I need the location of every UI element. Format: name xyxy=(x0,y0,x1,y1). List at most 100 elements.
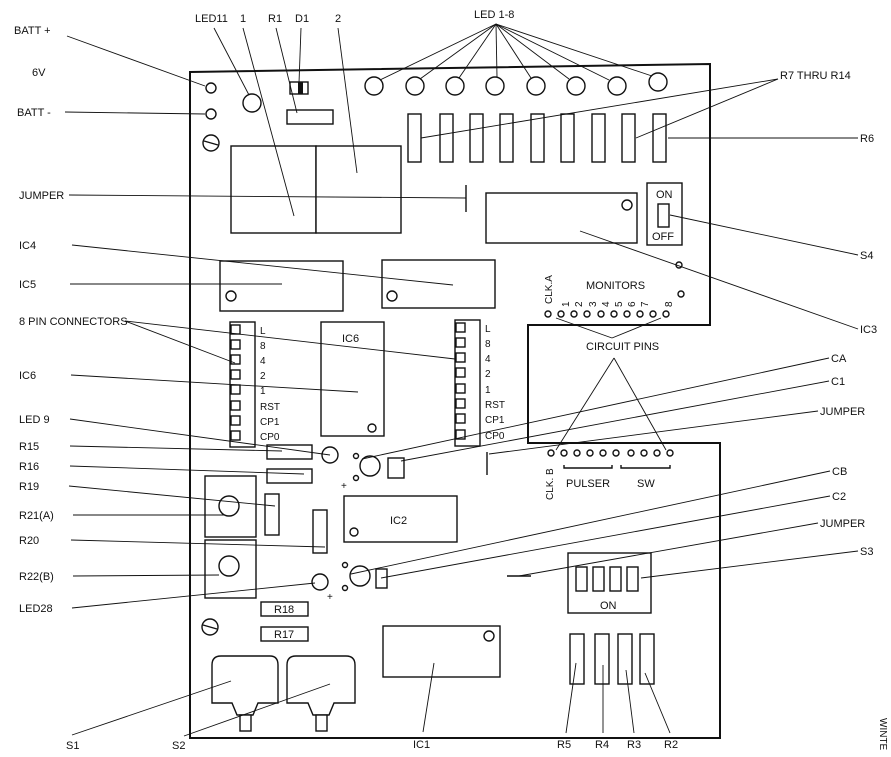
s2-label: S2 xyxy=(172,740,185,752)
batt-minus-terminal xyxy=(205,108,217,120)
r1-label: R1 xyxy=(268,13,282,25)
conn-right-pin-3: 2 xyxy=(485,369,491,380)
r22b-potentiometer xyxy=(204,539,257,599)
r21a-label: R21(A) xyxy=(19,510,54,522)
resistor-row-r6-r14 xyxy=(407,113,667,163)
s4-on-label: ON xyxy=(656,189,673,201)
conn-right-pin-6: CP1 xyxy=(485,415,505,426)
c2-label: C2 xyxy=(832,491,846,503)
monitor-number-4: 4 xyxy=(601,301,612,307)
r6-label: R6 xyxy=(860,133,874,145)
s1-label: S1 xyxy=(66,740,79,752)
connector-right: L 8 4 2 1 RST CP1 CP0 xyxy=(454,319,505,447)
d1-label: D1 xyxy=(295,13,309,25)
monitor-number-7: 7 xyxy=(640,301,651,307)
board-hole-right-2 xyxy=(677,290,685,298)
ic5-label: IC5 xyxy=(19,279,36,291)
r15-label: R15 xyxy=(19,441,39,453)
conn-left-pin-6: CP1 xyxy=(260,417,280,428)
conn-left-pin-1: 8 xyxy=(260,341,266,352)
conn-right-pin-1: 8 xyxy=(485,339,491,350)
r20-component xyxy=(312,509,328,554)
conn-left-pin-2: 4 xyxy=(260,356,266,367)
r17-inline-label: R17 xyxy=(274,629,294,641)
conn-right-pin-2: 4 xyxy=(485,354,491,365)
ic2-chip-label: IC2 xyxy=(390,515,407,527)
conn-right-pin-5: RST xyxy=(485,400,505,411)
circuit-pins-leaders xyxy=(555,317,667,451)
eight-pin-connectors-label: 8 PIN CONNECTORS xyxy=(19,316,128,328)
ic4-label: IC4 xyxy=(19,240,36,252)
led28-component xyxy=(311,573,329,591)
r2-label: R2 xyxy=(664,739,678,751)
pulser-label: PULSER xyxy=(566,478,610,490)
conn-right-pin-7: CP0 xyxy=(485,431,505,442)
s4-switch: ON OFF xyxy=(646,182,683,246)
led28-label: LED28 xyxy=(19,603,53,615)
s3-dip-switch: ON xyxy=(567,552,652,614)
monitors-label: MONITORS xyxy=(586,280,645,292)
batt-plus-terminal xyxy=(205,82,217,94)
monitor-number-8: 8 xyxy=(664,301,675,307)
monitor-number-5: 5 xyxy=(614,301,625,307)
led-1-8-label: LED 1-8 xyxy=(474,9,514,21)
board-outline xyxy=(189,62,721,739)
sw-label: SW xyxy=(637,478,655,490)
monitor-number-1: 1 xyxy=(561,301,572,307)
s2-switch xyxy=(286,655,356,732)
led11-component xyxy=(242,93,262,113)
cb-label: CB xyxy=(832,466,847,478)
r19-label: R19 xyxy=(19,481,39,493)
r15-component xyxy=(266,444,313,460)
s3-label: S3 xyxy=(860,546,873,558)
pulser-sw-pins xyxy=(547,449,674,457)
conn-left-pin-7: CP0 xyxy=(260,432,280,443)
c1-capacitor xyxy=(387,457,405,479)
led-row xyxy=(364,72,668,96)
volts-label: 6V xyxy=(32,67,46,79)
resistor-row-r2-r5 xyxy=(569,633,655,685)
led11-label: LED11 xyxy=(195,13,228,25)
r3-label: R3 xyxy=(627,739,641,751)
jumper-label-bottom: JUMPER xyxy=(820,518,865,530)
s4-label: S4 xyxy=(860,250,873,262)
clk-b-label: CLK. B xyxy=(545,468,556,500)
ca-label: CA xyxy=(831,353,847,365)
s4-off-label: OFF xyxy=(652,231,674,243)
conn-right-pin-0: L xyxy=(485,324,491,335)
conn-left-pin-5: RST xyxy=(260,402,280,413)
ic6-label: IC6 xyxy=(19,370,36,382)
batt-plus-label: BATT + xyxy=(14,25,51,37)
r16-label: R16 xyxy=(19,461,39,473)
leader-lines xyxy=(64,23,859,737)
ic2-component: IC2 xyxy=(343,495,458,543)
s1-switch xyxy=(211,655,279,732)
monitor-numbers: 1 2 3 4 5 6 7 8 xyxy=(561,301,675,307)
conn-right-pin-4: 1 xyxy=(485,385,491,396)
ic6-component: IC6 xyxy=(320,321,385,437)
ic3-component xyxy=(485,192,638,244)
monitor-number-3: 3 xyxy=(588,301,599,307)
monitor-number-2: 2 xyxy=(574,301,585,307)
batt-minus-label: BATT - xyxy=(17,107,51,119)
r4-label: R4 xyxy=(595,739,609,751)
ca-transistor: + xyxy=(341,452,381,492)
edge-watermark-text: WINTE xyxy=(877,718,888,751)
conn-left-pin-4: 1 xyxy=(260,386,266,397)
sw-bracket xyxy=(620,465,671,469)
ic1-component xyxy=(382,625,501,678)
circuit-pins-label: CIRCUIT PINS xyxy=(586,341,659,353)
monitor-pins xyxy=(544,310,670,318)
ic6-chip-label: IC6 xyxy=(342,333,359,345)
r21a-potentiometer xyxy=(204,475,257,538)
mounting-screw-top xyxy=(202,134,220,152)
svg-text:+: + xyxy=(341,481,347,492)
ic3-label: IC3 xyxy=(860,324,877,336)
s3-on-label: ON xyxy=(600,600,617,612)
mounting-screw-bottom xyxy=(201,618,219,636)
jumper-label-middle: JUMPER xyxy=(820,406,865,418)
d1-component xyxy=(289,81,309,95)
component-2-label: 2 xyxy=(335,13,341,25)
r16-component xyxy=(266,468,313,484)
